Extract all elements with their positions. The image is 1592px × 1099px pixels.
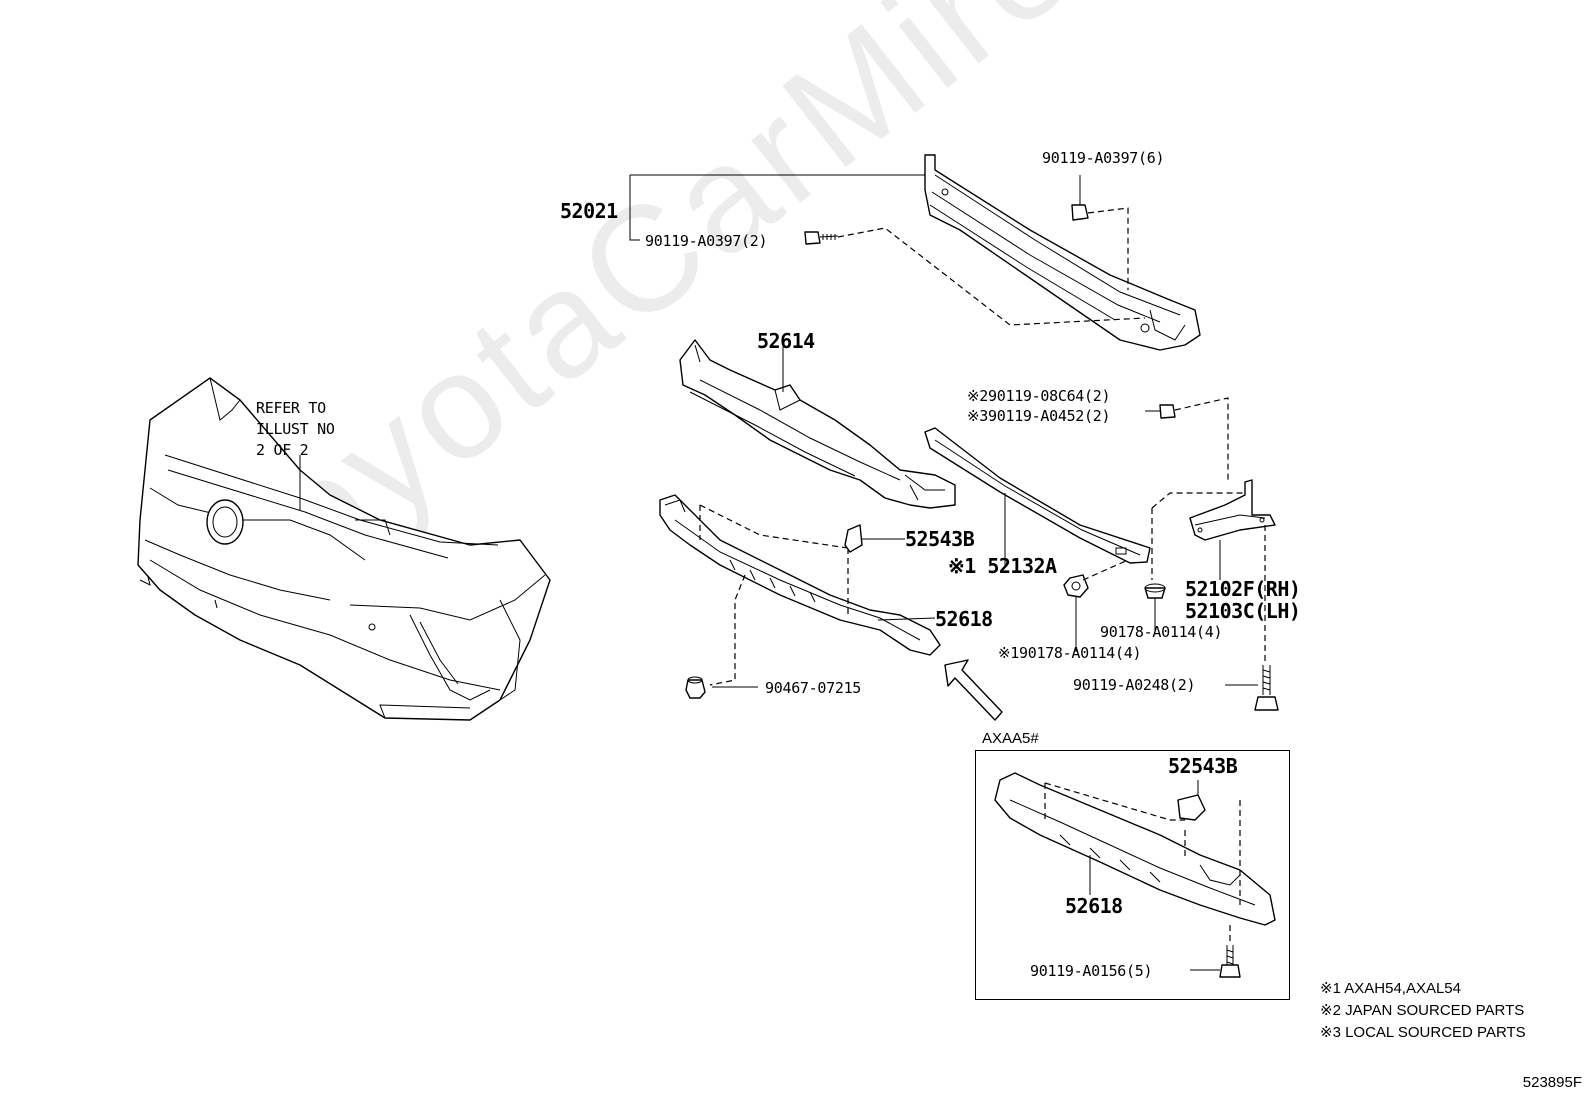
nut-90178-A0114-s1 <box>1063 574 1089 598</box>
footnote-1: ※1 AXAH54,AXAL54 <box>1320 980 1461 997</box>
bolt-90119-08C64 <box>1145 404 1176 419</box>
label-90119-08C64: ※290119-08C64(2) <box>967 387 1111 405</box>
refer-note: REFER TO ILLUST NO 2 OF 2 <box>256 399 335 459</box>
label-90119-A0397-2: 90119-A0397(2) <box>645 232 768 250</box>
label-52543B: 52543B <box>905 527 975 551</box>
label-52614: 52614 <box>757 329 815 353</box>
label-90119-A0248: 90119-A0248(2) <box>1073 676 1196 694</box>
label-52102F: 52102F(RH) <box>1185 577 1301 601</box>
clip-90467-07215 <box>685 676 706 699</box>
bumper-reinforcement <box>924 154 1201 351</box>
stiffener-bar <box>924 427 1151 564</box>
bolt-90119-A0156 <box>1219 945 1241 978</box>
label-52543B-variant: 52543B <box>1168 754 1238 778</box>
bolt-90119-A0397-right <box>1071 175 1089 221</box>
variant-box <box>975 750 1290 1000</box>
energy-absorber <box>679 339 956 509</box>
label-90119-A0397-6: 90119-A0397(6) <box>1042 149 1165 167</box>
seal-52543B <box>844 524 863 553</box>
footnote-3: ※3 LOCAL SOURCED PARTS <box>1320 1024 1526 1041</box>
label-52103C: 52103C(LH) <box>1185 599 1301 623</box>
footnote-2: ※2 JAPAN SOURCED PARTS <box>1320 1002 1525 1019</box>
label-90119-A0156: 90119-A0156(5) <box>1030 962 1153 980</box>
label-52618: 52618 <box>935 607 993 631</box>
variant-seal-52543B <box>1177 794 1206 821</box>
lower-member <box>659 494 941 656</box>
bolt-90119-A0397-left <box>804 231 839 245</box>
variant-lower-member <box>994 772 1276 926</box>
bumper-cover <box>137 377 551 721</box>
label-90119-A0452: ※390119-A0452(2) <box>967 407 1111 425</box>
label-90467-07215: 90467-07215 <box>765 679 862 697</box>
label-52618-variant: 52618 <box>1065 894 1123 918</box>
label-52132A: ※1 52132A <box>948 554 1057 578</box>
nut-90178-A0114 <box>1144 583 1166 599</box>
bumper-bracket <box>1189 479 1276 541</box>
view-arrow <box>944 659 1003 721</box>
variant-tag: AXAA5# <box>982 730 1039 747</box>
label-90178-A0114: 90178-A0114(4) <box>1100 623 1223 641</box>
bolt-90119-A0248 <box>1254 665 1279 711</box>
diagram-id: 523895F <box>1522 1074 1582 1091</box>
label-52021: 52021 <box>560 199 618 223</box>
label-90178-A0114-s1: ※190178-A0114(4) <box>998 644 1142 662</box>
